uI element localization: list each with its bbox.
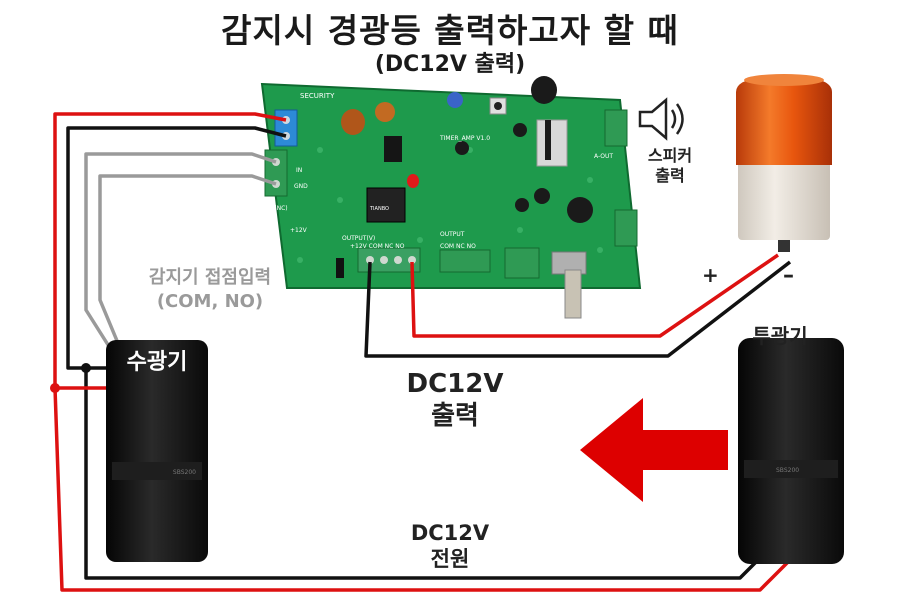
- junction-black: [81, 363, 91, 373]
- speaker-label-line2: 출력: [655, 166, 685, 185]
- pcb-in-label: IN: [296, 167, 302, 174]
- transmitter-label: 투광기: [752, 324, 808, 348]
- wire-sensor-com: [84, 152, 277, 349]
- dc-power-label: DC12V 전원: [395, 520, 505, 572]
- receiver-label: 수광기: [126, 350, 188, 375]
- warning-lamp: [736, 74, 832, 252]
- dc-power-line1: DC12V: [410, 521, 490, 545]
- pcb-silkscreen: SECURITY TIMER_AMP V1.0 OUTPUT(V) +12V C…: [268, 92, 613, 250]
- page-title: 감지시 경광등 출력하고자 할 때: [221, 11, 679, 50]
- wire-power-negative: [66, 126, 772, 580]
- pcb-output-pins: +12V COM NC NO: [350, 243, 405, 250]
- sensor-input-label: 감지기 접점입력 (COM, NO): [110, 266, 310, 314]
- pcb-board: [260, 76, 642, 319]
- pcb-12v-label: +12V: [290, 227, 308, 234]
- transmitter-sensor: SBS200: [738, 338, 844, 564]
- transmitter-model: SBS200: [776, 467, 799, 474]
- speaker-label-line1: 스피커: [647, 146, 693, 165]
- pcb-model: TIMER_AMP V1.0: [439, 135, 490, 142]
- pcb-gnd-label: GND: [294, 183, 308, 190]
- pcb-relay-pins: COM NC NO: [440, 243, 476, 250]
- pcb-relay-output-label: OUTPUT: [440, 231, 465, 238]
- pcb-in-nc-label: IN(NC): [268, 205, 288, 212]
- receiver-sensor: SBS200: [106, 340, 208, 562]
- wire-lamp-positive: [410, 253, 779, 338]
- speaker-icon: [638, 97, 684, 141]
- speaker-output-label: 스피커 출력: [640, 146, 700, 186]
- lamp-minus-label: –: [783, 263, 794, 288]
- junction-red: [50, 383, 60, 393]
- pcb-relay-text: TIANBO: [369, 206, 389, 212]
- dc-power-line2: 전원: [430, 547, 470, 571]
- receiver-model: SBS200: [173, 469, 196, 476]
- beam-arrow: [580, 398, 728, 502]
- page-subtitle: (DC12V 출력): [374, 52, 526, 77]
- dc-output-line1: DC12V: [406, 369, 504, 399]
- wire-sensor-no: [98, 174, 277, 349]
- pcb-aout-label: A-OUT: [594, 153, 613, 160]
- sensor-input-line1: 감지기 접점입력: [148, 267, 272, 288]
- dc-output-label: DC12V 출력: [390, 368, 520, 432]
- pcb-brand: SECURITY: [300, 92, 335, 100]
- pcb-output-label: OUTPUT(V): [342, 235, 375, 242]
- wire-lamp-negative: [364, 260, 792, 358]
- sensor-input-line2: (COM, NO): [156, 291, 264, 312]
- dc-output-line2: 출력: [431, 401, 479, 431]
- lamp-plus-label: +: [702, 263, 719, 287]
